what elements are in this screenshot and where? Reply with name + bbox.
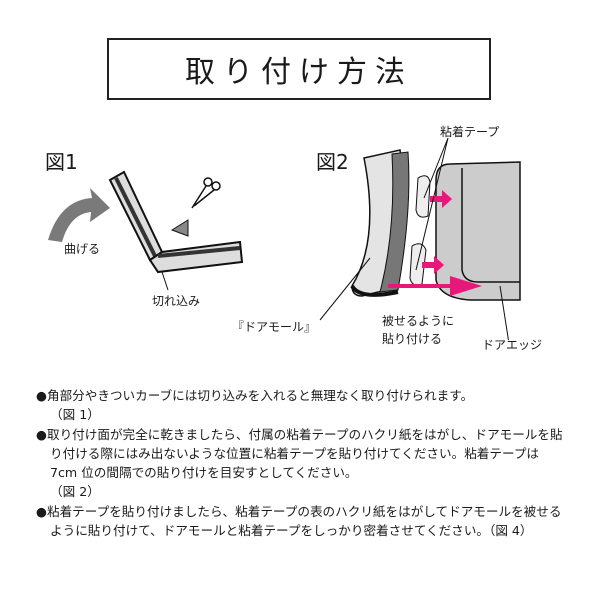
figure2-diagram — [319, 137, 521, 340]
notch-triangle — [170, 219, 189, 237]
tape-piece — [415, 175, 431, 218]
door-edge-panel — [435, 161, 521, 301]
figure1-label: 図1 — [45, 150, 78, 174]
note-item: ●取り付け面が完全に乾きましたら、付属の粘着テープのハクリ紙をはがし、ドアモール… — [36, 426, 563, 500]
molding-label: 『ドアモール』 — [232, 320, 317, 334]
figure2-label: 図2 — [316, 150, 349, 174]
scissors-icon — [191, 177, 221, 209]
cover-label-line1: 被せるように — [382, 314, 455, 328]
accent-arrow-icon — [430, 190, 452, 208]
edge-label: ドアエッジ — [482, 338, 543, 352]
cover-label-line2: 貼り付ける — [382, 332, 443, 346]
accent-arrow-icon — [422, 256, 444, 274]
notch-label: 切れ込み — [152, 294, 201, 308]
instruction-notes: ●角部分やきついカーブには切り込みを入れると無理なく取り付けられます。（図 1）… — [36, 386, 566, 540]
accent-arrow-icon — [388, 276, 482, 296]
note-item: ●粘着テープを貼り付けましたら、粘着テープの表のハクリ紙をはがしてドアモールを被… — [36, 503, 562, 539]
bend-label: 曲げる — [64, 242, 101, 256]
figure1-diagram — [48, 170, 244, 291]
note-item: ●角部分やきついカーブには切り込みを入れると無理なく取り付けられます。（図 1） — [36, 388, 474, 423]
bend-arrow-icon — [48, 188, 110, 242]
tape-label: 粘着テープ — [440, 125, 500, 139]
page-title: 取り付け方法 — [107, 38, 491, 100]
